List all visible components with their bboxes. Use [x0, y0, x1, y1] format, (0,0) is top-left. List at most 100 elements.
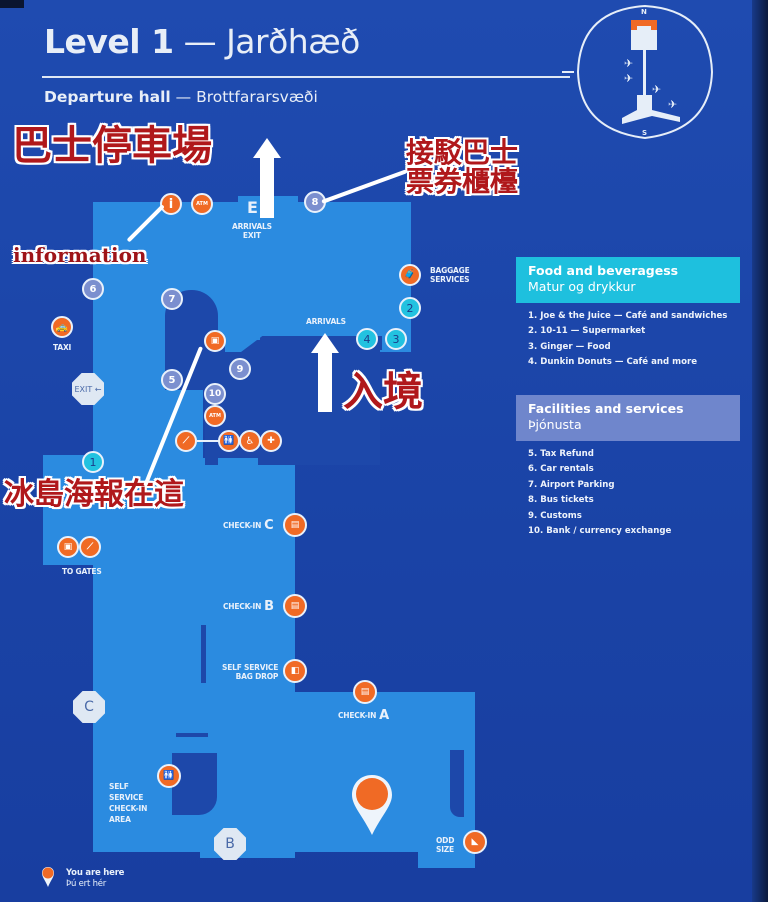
escalator-icon[interactable]: ⟋	[175, 430, 197, 452]
food-panel: Food and beveragess Matur og drykkur 1. …	[516, 257, 740, 371]
facility-item: 7. Airport Parking	[528, 479, 615, 490]
checkin-a-icon[interactable]: ▤	[353, 680, 377, 704]
checkin-b-text: CHECK-IN	[223, 602, 262, 612]
svg-text:✈: ✈	[652, 83, 661, 96]
compass-connector	[562, 71, 574, 73]
self-checkin-area-label: SELF SERVICE CHECK-IN AREA	[109, 782, 147, 826]
title-level: Level 1	[44, 22, 174, 61]
checkin-c-text: CHECK-IN	[223, 521, 262, 531]
baggage-line1: BAGGAGE	[430, 266, 470, 275]
baggage-services-icon[interactable]: 🧳	[399, 264, 421, 286]
food-item: 3. Ginger — Food	[528, 341, 611, 352]
marker-10-bank[interactable]: 10	[204, 383, 226, 405]
checkin-c-icon[interactable]: ▤	[283, 513, 307, 537]
baggage-line2: SERVICES	[430, 275, 470, 285]
taxi-label: TAXI	[53, 343, 72, 352]
svg-text:✈: ✈	[624, 57, 633, 70]
title-rule	[42, 76, 570, 78]
facilities-title-local: Þjónusta	[528, 417, 582, 433]
compass-south: S	[642, 129, 647, 137]
you-are-here-pin-icon	[351, 774, 393, 836]
legend-you-are-here: You are here Þú ert hér	[66, 868, 124, 889]
bag-drop-line2: BAG DROP	[235, 672, 279, 682]
atm-icon-2[interactable]: ATM	[204, 405, 226, 427]
food-item: 2. 10-11 — Supermarket	[528, 326, 646, 337]
marker-1-joe-juice[interactable]: 1	[82, 451, 104, 473]
subtitle-dash: —	[170, 88, 197, 106]
food-panel-header: Food and beveragess Matur og drykkur	[516, 257, 740, 303]
restroom-icon-2[interactable]: 🚻	[157, 764, 181, 788]
marker-5-tax-refund[interactable]: 5	[161, 369, 183, 391]
arrivals-exit-line2: EXIT	[242, 231, 261, 241]
food-list: 1. Joe & the Juice — Café and sandwiches…	[516, 303, 740, 371]
food-title-local: Matur og drykkur	[528, 279, 636, 295]
subtitle-en: Departure hall	[44, 88, 171, 106]
facilities-title-en: Facilities and services	[528, 401, 684, 416]
self-checkin-line4: AREA	[109, 814, 131, 824]
svg-text:✈: ✈	[668, 98, 677, 111]
wall-restroom-block	[172, 753, 217, 815]
wall-line-3	[450, 750, 464, 817]
baggage-services-label: BAGGAGE SERVICES	[430, 266, 470, 285]
odd-size-line1: ODD	[436, 836, 455, 845]
checkin-a-letter: A	[379, 708, 390, 723]
atm-text-2: ATM	[209, 413, 221, 419]
bag-drop-label: SELF SERVICE BAG DROP	[222, 663, 278, 682]
checkin-b-icon[interactable]: ▤	[283, 594, 307, 618]
floor-small-square	[218, 458, 258, 478]
info-icon[interactable]: i	[160, 193, 182, 215]
to-gates-escalator-icon[interactable]: ⟋	[79, 536, 101, 558]
exit-e-letter: E	[247, 198, 258, 217]
odd-size-label: ODD SIZE	[436, 836, 454, 855]
marker-7-airport-parking[interactable]: 7	[161, 288, 183, 310]
facility-item: 9. Customs	[528, 510, 582, 521]
annotation-information: information	[13, 243, 147, 267]
title-dash: —	[173, 22, 227, 61]
exit-door-sign: EXIT ←	[72, 373, 104, 405]
facility-item: 6. Car rentals	[528, 464, 594, 475]
marker-2-10-11[interactable]: 2	[399, 297, 421, 319]
taxi-icon[interactable]: 🚕	[51, 316, 73, 338]
svg-text:✈: ✈	[624, 72, 633, 85]
annotation-arrivals: 入境	[343, 368, 423, 415]
arrivals-exit-label: ARRIVALS EXIT	[232, 222, 272, 241]
marker-9-customs[interactable]: 9	[229, 358, 251, 380]
to-gates-elevator-icon[interactable]: ▣	[57, 536, 79, 558]
facility-item: 8. Bus tickets	[528, 495, 594, 506]
food-item: 1. Joe & the Juice — Café and sandwiches	[528, 310, 728, 321]
restroom-icon[interactable]: 🚻	[218, 430, 240, 452]
checkin-c-letter: C	[264, 518, 274, 533]
arrow-up-bus-shaft	[260, 156, 274, 218]
self-checkin-line3: CHECK-IN	[109, 803, 148, 813]
marker-8-bus-tickets[interactable]: 8	[304, 191, 326, 213]
legend-en: You are here	[66, 868, 125, 878]
amenity-connector	[197, 440, 219, 442]
arrow-up-bus-icon	[253, 138, 281, 158]
annotation-shuttle-ticket: 接駁巴士 票券櫃檯	[406, 138, 518, 197]
facilities-panel-header: Facilities and services Þjónusta	[516, 395, 740, 441]
atm-icon[interactable]: ATM	[191, 193, 213, 215]
accessible-restroom-icon[interactable]: ♿	[239, 430, 261, 452]
bag-drop-line1: SELF SERVICE	[222, 663, 279, 672]
marker-6-car-rentals[interactable]: 6	[82, 278, 104, 300]
checkin-a-text: CHECK-IN	[338, 711, 377, 721]
photo-edge	[752, 0, 768, 902]
checkin-b-letter: B	[264, 599, 274, 614]
to-gates-label: TO GATES	[62, 567, 102, 576]
odd-size-icon[interactable]: ◣	[463, 830, 487, 854]
arrow-up-arrivals-icon	[311, 333, 339, 353]
baby-change-icon[interactable]: ✚	[260, 430, 282, 452]
facility-item: 10. Bank / currency exchange	[528, 526, 672, 537]
bag-drop-icon[interactable]: ◧	[283, 659, 307, 683]
compass-north: N	[641, 8, 647, 16]
page-title: Level 1 — Jarðhæð	[44, 22, 360, 61]
subtitle-local: Brottfararsvæði	[196, 88, 318, 106]
marker-4-dunkin[interactable]: 4	[356, 328, 378, 350]
elevator-icon[interactable]: ▣	[204, 330, 226, 352]
annotation-iceland-poster: 冰島海報在這	[4, 477, 184, 512]
marker-3-ginger[interactable]: 3	[385, 328, 407, 350]
info-letter: i	[168, 196, 174, 212]
